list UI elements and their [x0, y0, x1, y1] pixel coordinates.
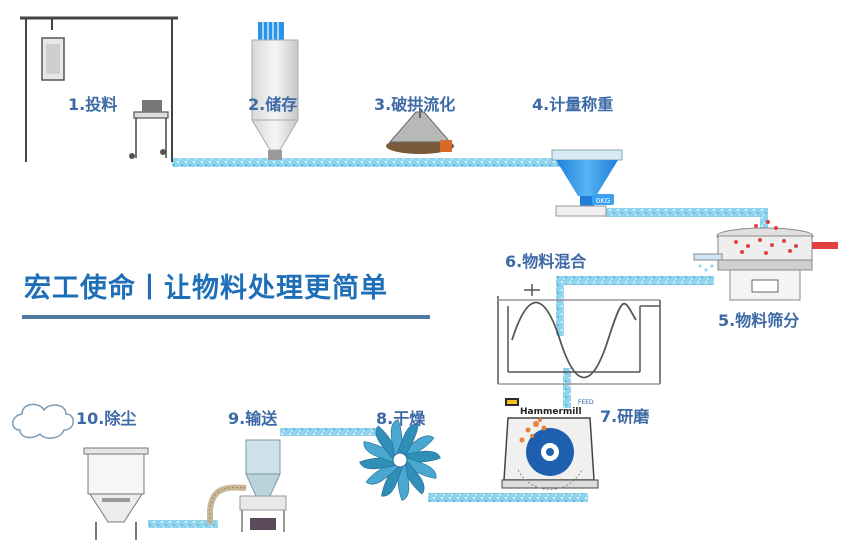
pipe-mixer-to-mill [563, 368, 571, 408]
step-label-milling: 7.研磨 [600, 407, 649, 426]
step-labels: 1.投料 2.储存 3.破拱流化 4.计量称重 5.物料筛分 6.物料混合 7.… [68, 95, 799, 428]
arch-breaker-illustration [386, 108, 454, 154]
step-label-weighing: 4.计量称重 [532, 95, 613, 114]
dryer-fan-illustration [359, 419, 441, 501]
step-label-drying: 8.干燥 [376, 409, 426, 428]
conveying-pipes [148, 158, 768, 528]
step-label-storage: 2.储存 [248, 95, 297, 114]
company-slogan: 宏工使命丨让物料处理更简单 [24, 273, 388, 304]
pipe-mixer-inlet [556, 276, 564, 336]
weighing-scale-illustration: 0KG [551, 149, 623, 217]
step-label-screening: 5.物料筛分 [718, 311, 799, 330]
dust-collector-illustration [12, 403, 149, 540]
fan-blade [396, 423, 419, 459]
step-label-dust-removal: 10.除尘 [76, 409, 136, 428]
dust-cloud [12, 403, 74, 439]
pipe-mill-to-dryer [428, 493, 588, 502]
storage-silo-illustration [251, 22, 299, 160]
slogan-underline [22, 315, 430, 319]
feeding-station-illustration [20, 16, 178, 162]
pneumatic-conveyor-illustration [207, 439, 287, 532]
scale-display: 0KG [596, 197, 610, 205]
step-label-conveying: 9.输送 [228, 409, 278, 428]
hammermill-brand: Hammermill [520, 407, 582, 417]
step-label-feeding: 1.投料 [68, 95, 117, 114]
mixer-illustration [497, 284, 661, 385]
pipe-main-top [172, 158, 590, 167]
step-label-mixing: 6.物料混合 [505, 252, 587, 271]
pipe-dryer-to-conveyor [280, 428, 376, 436]
feed-label: FEED [578, 399, 594, 406]
pipe-screener-drop [760, 208, 768, 230]
pipe-screener-to-mixer [556, 276, 714, 285]
hammer-mill-illustration: Hammermill FEED [501, 398, 599, 491]
pipe-conveyor-to-collector [148, 520, 218, 528]
pipe-scale-to-screener [605, 208, 767, 217]
vibrating-screener-illustration [693, 220, 838, 301]
step-label-arch-breaking: 3.破拱流化 [374, 95, 455, 114]
fan-hub [392, 452, 408, 468]
